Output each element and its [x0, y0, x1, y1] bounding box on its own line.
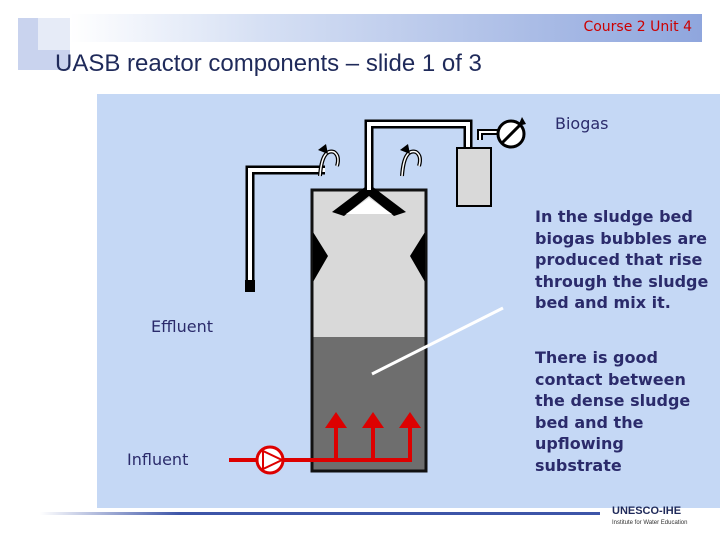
contact-description: There is good contact between the dense …: [535, 348, 691, 475]
pump-icon: [255, 445, 285, 475]
biogas-label: Biogas: [555, 114, 609, 133]
gas-hood: [332, 184, 406, 216]
right-baffle: [410, 232, 425, 282]
logo-subtitle: Institute for Water Education: [612, 520, 688, 526]
gas-trap: [456, 147, 492, 207]
influent-label: Influent: [127, 450, 189, 469]
effluent-label: Effluent: [151, 317, 213, 336]
course-label: Course 2 Unit 4: [583, 19, 692, 35]
right-overflow-hook: [400, 149, 422, 177]
sludge-bed-description: In the sludge bed biogas bubbles are pro…: [535, 207, 709, 312]
logo-name: UNESCO-IHE: [612, 505, 682, 517]
corner-squares-decoration: [18, 18, 70, 70]
sludge-bed: [313, 337, 425, 470]
slide-title: UASB reactor components – slide 1 of 3: [55, 50, 482, 77]
footer-line: [40, 512, 600, 515]
left-baffle: [313, 232, 328, 282]
pointer-line: [371, 306, 504, 376]
unesco-ihe-logo: UNESCO-IHE Institute for Water Education: [612, 505, 687, 529]
header-bar: [70, 14, 702, 42]
reactor-upper-zone: [313, 190, 425, 337]
